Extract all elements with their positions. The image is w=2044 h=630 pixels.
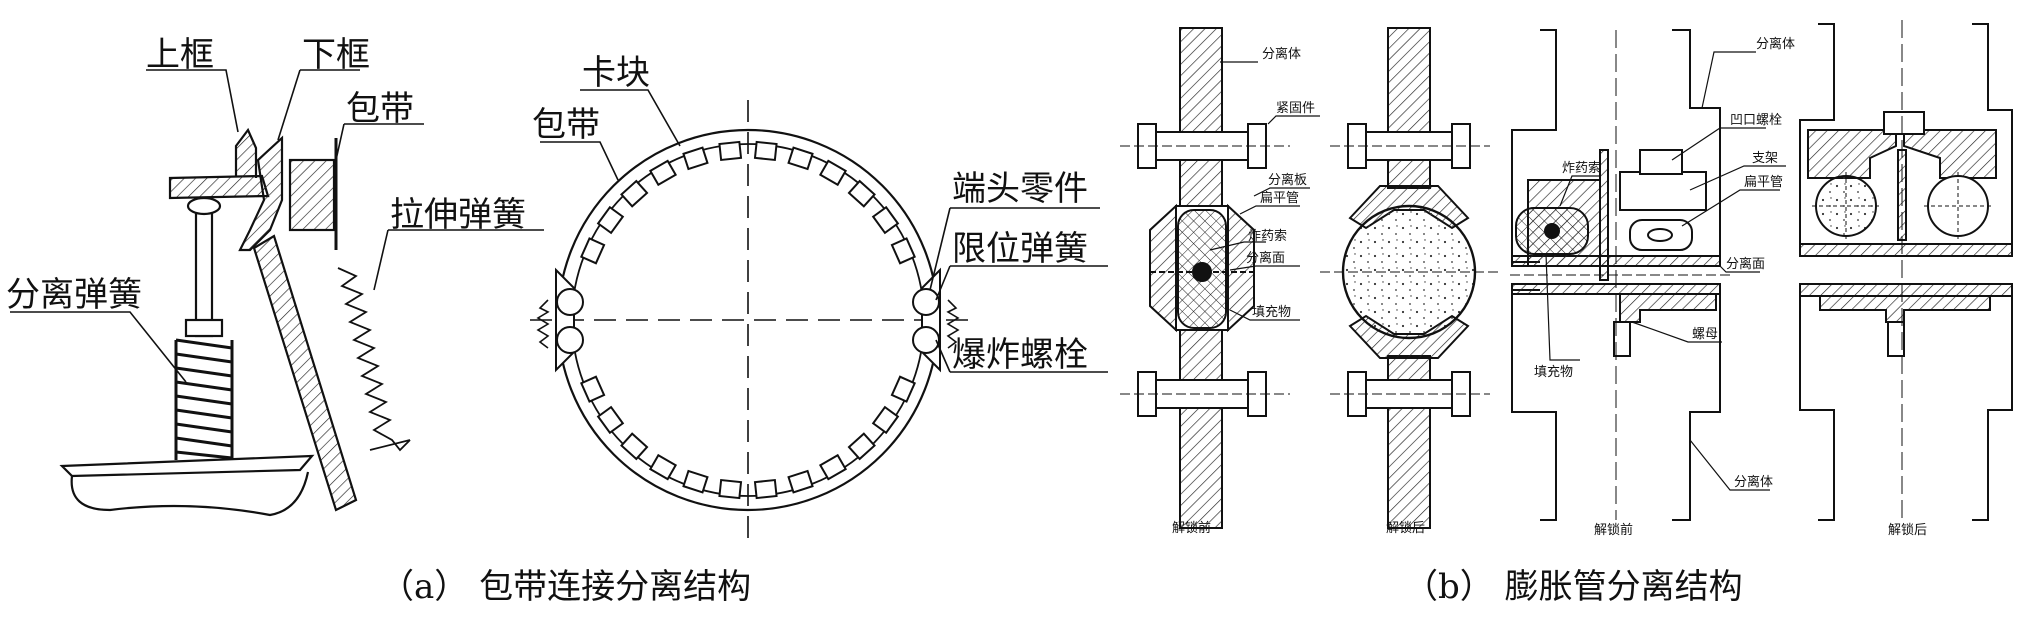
clamp-block bbox=[753, 478, 778, 500]
label-d4-state: 解锁后 bbox=[1888, 522, 1927, 538]
clamp-block bbox=[682, 146, 709, 171]
clamp-block bbox=[596, 405, 625, 435]
label-d1-separation-body: 分离体 bbox=[1262, 46, 1301, 62]
band-ring-view bbox=[530, 100, 970, 540]
clamp-block bbox=[596, 205, 625, 235]
clamp-block bbox=[890, 375, 916, 403]
label-limit-spring: 限位弹簧 bbox=[952, 229, 1088, 269]
clamp-block bbox=[847, 179, 876, 208]
clamp-block bbox=[648, 453, 678, 481]
label-upper-frame: 上框 bbox=[146, 35, 214, 75]
label-band: 包带 bbox=[346, 89, 414, 129]
separation-spring-coils bbox=[174, 338, 234, 460]
clamp-block bbox=[847, 432, 876, 461]
clamp-block bbox=[580, 237, 606, 265]
label-separation-spring: 分离弹簧 bbox=[6, 275, 142, 315]
clamp-block bbox=[871, 405, 900, 435]
label-d3-nut: 螺母 bbox=[1692, 327, 1718, 342]
clamp-block bbox=[787, 146, 814, 171]
label-ring-band: 包带 bbox=[532, 105, 600, 145]
label-d3-separation-body-top: 分离体 bbox=[1756, 36, 1795, 52]
label-d1-state: 解锁前 bbox=[1172, 520, 1211, 536]
clamp-block bbox=[648, 159, 678, 187]
label-d3-bracket: 支架 bbox=[1752, 151, 1778, 166]
label-d1-fastener: 紧固件 bbox=[1276, 101, 1315, 116]
label-d3-explosive-cord: 炸药索 bbox=[1562, 161, 1601, 176]
label-d2-state: 解锁后 bbox=[1386, 520, 1425, 536]
clamp-block bbox=[620, 179, 649, 208]
label-d3-separation-body-bottom: 分离体 bbox=[1734, 474, 1773, 490]
band-clamp-section-view bbox=[59, 127, 411, 517]
label-end-fitting: 端头零件 bbox=[952, 169, 1088, 209]
label-d3-separation-plane: 分离面 bbox=[1726, 256, 1765, 272]
clamp-block bbox=[818, 453, 848, 481]
clamp-block bbox=[718, 478, 743, 500]
clamp-block bbox=[871, 205, 900, 235]
label-d1-explosive-cord: 炸药索 bbox=[1248, 229, 1287, 244]
recess-bolt-after-unlock bbox=[1799, 20, 2013, 521]
label-d1-filler: 填充物 bbox=[1252, 304, 1291, 320]
label-lower-frame: 下框 bbox=[302, 35, 370, 75]
clamp-block bbox=[818, 159, 848, 187]
label-tension-spring: 拉伸弹簧 bbox=[390, 195, 526, 235]
label-explosive-bolt: 爆炸螺栓 bbox=[952, 335, 1088, 375]
clamp-block bbox=[682, 469, 709, 494]
clamp-block bbox=[787, 469, 814, 494]
caption-b: （b） 膨胀管分离结构 bbox=[1404, 567, 1743, 607]
label-d3-state: 解锁前 bbox=[1594, 522, 1633, 538]
caption-a: （a） 包带连接分离结构 bbox=[380, 567, 751, 607]
tension-spring bbox=[337, 267, 411, 452]
expansion-tube-before-unlock bbox=[1120, 27, 1290, 529]
label-d1-separation-plane: 分离面 bbox=[1246, 250, 1285, 266]
clamp-block bbox=[890, 237, 916, 265]
recess-bolt-before-unlock bbox=[1510, 29, 1730, 521]
label-d3-flat-tube: 扁平管 bbox=[1744, 175, 1783, 190]
clamp-block bbox=[580, 375, 606, 403]
clamp-block bbox=[718, 140, 743, 162]
expansion-tube-after-unlock bbox=[1320, 27, 1500, 529]
clamp-block bbox=[753, 140, 778, 162]
clamp-block bbox=[620, 432, 649, 461]
label-d3-recess-bolt: 凹口螺栓 bbox=[1730, 113, 1782, 128]
label-d3-filler: 填充物 bbox=[1534, 364, 1573, 380]
label-d1-separation-plate: 分离板 bbox=[1268, 172, 1307, 188]
clamp-block-segments bbox=[580, 140, 916, 500]
label-d1-flat-tube: 扁平管 bbox=[1260, 191, 1299, 206]
label-clamp-block: 卡块 bbox=[582, 53, 650, 93]
